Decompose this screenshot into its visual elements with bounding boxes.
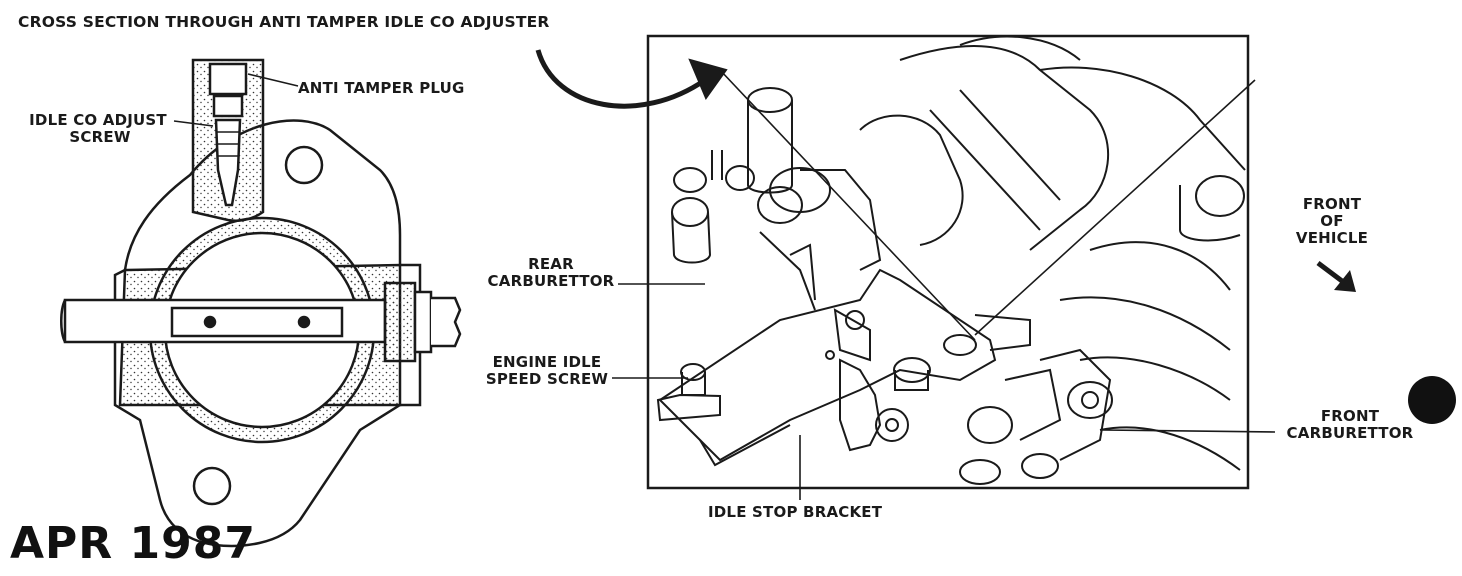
diagram-title: CROSS SECTION THROUGH ANTI TAMPER IDLE C… (18, 13, 550, 31)
label-idle-co-adjust-screw: IDLE CO ADJUST SCREW (29, 111, 167, 146)
date-stamp: APR 1987 (10, 518, 256, 569)
label-rear-carburettor: REAR CARBURETTOR (487, 255, 615, 290)
label-front-of-vehicle: FRONT OF VEHICLE (1295, 195, 1369, 247)
label-engine-idle-speed-screw: ENGINE IDLE SPEED SCREW (485, 353, 609, 388)
curved-arrow-icon (535, 49, 707, 109)
label-idle-stop-bracket: IDLE STOP BRACKET (708, 503, 883, 521)
carburettor-drawing (535, 34, 1276, 500)
label-front-carburettor: FRONT CARBURETTOR (1286, 407, 1414, 442)
label-anti-tamper-plug: ANTI TAMPER PLUG (298, 79, 465, 97)
cross-section-drawing (60, 58, 462, 548)
direction-arrow-icon (1316, 261, 1356, 292)
filled-circle-icon (1408, 376, 1456, 424)
